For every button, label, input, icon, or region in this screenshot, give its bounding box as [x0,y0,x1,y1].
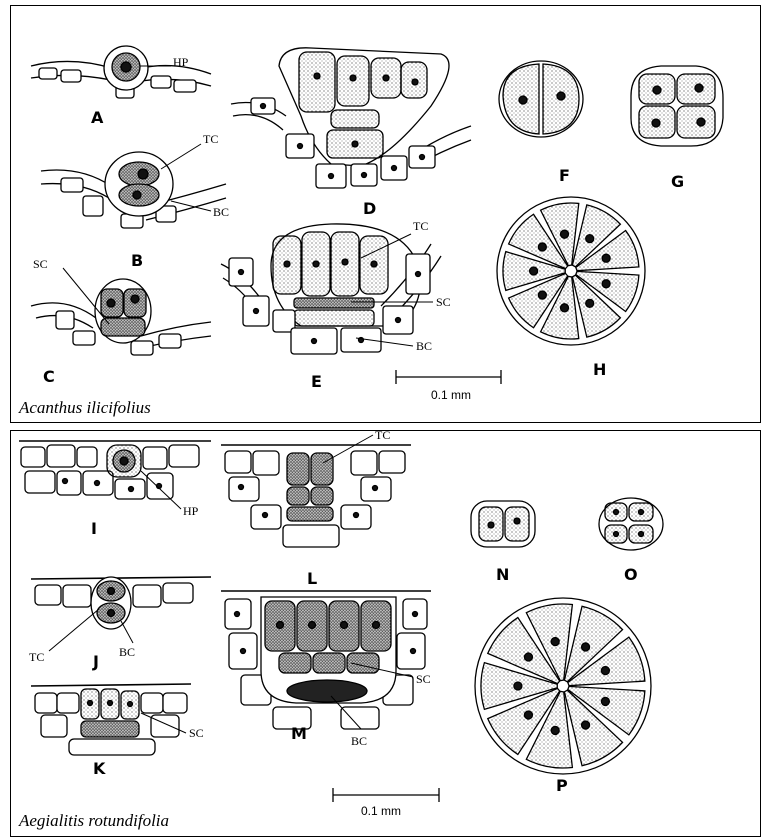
scale-label-bottom: 0.1 mm [361,804,401,818]
rosette-p-nucleus [582,721,590,729]
panel-acanthus: HP A TC BC B [10,5,761,423]
figure-h-drawing [497,197,645,345]
figure-n-drawing [471,501,535,547]
rosette-h-nucleus [561,304,569,312]
rosette-h-nucleus [602,280,610,288]
figure-a-drawing [31,46,211,98]
bc-pointer-j [121,621,133,643]
rosette-h-nucleus [538,291,546,299]
figure-a-letter: A [91,108,104,127]
rosette-h-nucleus [586,299,594,307]
label-sc-c: SC [33,257,48,271]
panel-aegialitis: HP I TC BC J [10,430,761,837]
figure-l-letter: L [307,569,317,588]
scale-label-top: 0.1 mm [431,388,471,402]
label-sc-k: SC [189,726,204,740]
label-hp-a: HP [173,55,189,69]
rosette-p-nucleus [601,667,609,675]
figure-i-drawing [19,441,211,499]
figure-b-letter: B [131,251,143,270]
rosette-p-nucleus [524,711,532,719]
figure-m-drawing [221,591,431,729]
rosette-p-nucleus [551,726,559,734]
figure-i-letter: I [91,519,97,538]
figure-e-drawing [221,224,441,354]
rosette-p-nucleus [514,682,522,690]
rosette-h-nucleus [561,230,569,238]
rosette-p-nucleus [551,638,559,646]
figure-p-drawing [475,598,651,774]
acanthus-figure: HP A TC BC B [11,6,761,424]
figure-b-drawing [41,152,226,228]
figure-d-letter: D [363,199,376,218]
rosette-h-nucleus [538,243,546,251]
figure-m-letter: M [291,724,307,743]
rosette-p-nucleus [582,643,590,651]
figure-l-drawing [221,445,411,547]
figure-h-letter: H [593,360,606,379]
label-tc-b: TC [203,132,218,146]
rosette-h-nucleus [586,235,594,243]
tc-pointer-j [49,609,99,651]
figure-g-drawing [631,66,723,146]
aegialitis-figure: HP I TC BC J [11,431,761,838]
label-sc-m: SC [416,672,431,686]
figure-f-letter: F [559,166,570,185]
figure-k-drawing [31,684,191,755]
figure-j-letter: J [92,652,99,671]
bc-pointer-b [171,201,211,211]
scale-bar-bottom [333,788,439,802]
rosette-p-nucleus [601,697,609,705]
label-bc-b: BC [213,205,229,219]
figure-o-letter: O [624,565,638,584]
figure-e-letter: E [311,372,322,391]
label-bc-m: BC [351,734,367,748]
figure-f-drawing [499,61,583,137]
rosette-h-nucleus [602,254,610,262]
label-tc-l: TC [375,431,390,442]
figure-n-letter: N [496,565,509,584]
label-hp-i: HP [183,504,199,518]
tc-pointer-b [161,144,201,169]
figure-c-drawing [31,279,211,355]
figure-c-letter: C [43,367,55,386]
species-name-aegialitis: Aegialitis rotundifolia [19,811,169,831]
figure-g-letter: G [671,172,684,191]
label-bc-e: BC [416,339,432,353]
figure-d-drawing [231,48,471,188]
rosette-p-nucleus [524,653,532,661]
scale-bar-top [396,370,501,384]
figure-p-letter: P [556,776,568,795]
figure-k-letter: K [93,759,106,778]
label-sc-e: SC [436,295,451,309]
species-name-acanthus: Acanthus ilicifolius [19,398,151,418]
label-tc-e: TC [413,219,428,233]
label-bc-j: BC [119,645,135,659]
figure-o-drawing [599,498,663,550]
rosette-h-nucleus [530,267,538,275]
label-tc-j: TC [29,650,44,664]
